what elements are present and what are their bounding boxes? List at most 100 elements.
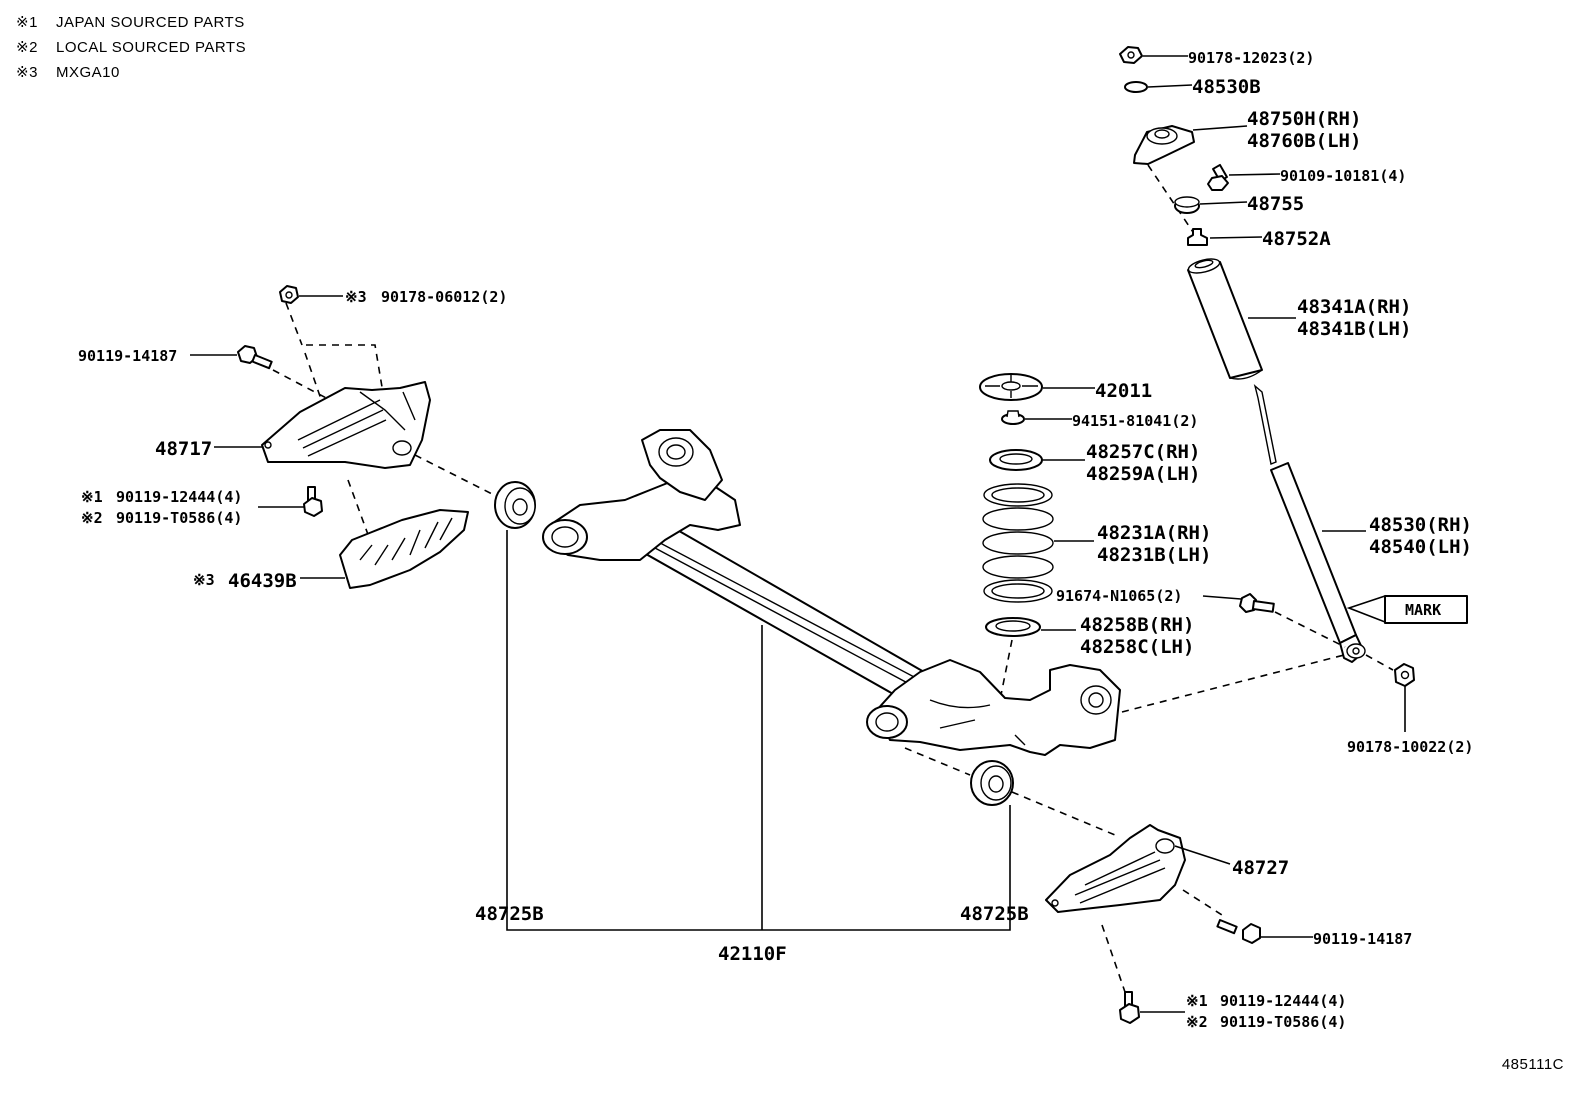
bound-cushion-cap-icon bbox=[1174, 196, 1200, 214]
bushing-right-icon bbox=[970, 760, 1014, 806]
legend-mark: ※3 bbox=[16, 64, 38, 81]
left-bracket-centerline bbox=[285, 302, 371, 541]
label-spring-rh: 48231A(RH) bbox=[1097, 522, 1211, 544]
label-m1-mark-b: ※1 bbox=[1186, 992, 1208, 1010]
bushing-bracket-line bbox=[506, 530, 1011, 931]
spring-nut-icon bbox=[1001, 410, 1025, 425]
drawing-id: 485111C bbox=[1501, 1056, 1564, 1073]
label-90178-06012: 90178-06012(2) bbox=[381, 288, 507, 306]
bushing-left-icon bbox=[494, 481, 536, 529]
shock-nut-centerline bbox=[1365, 654, 1394, 671]
label-90119-12444-left: 90119-12444(4) bbox=[116, 488, 242, 506]
legend-text: MXGA10 bbox=[56, 64, 120, 81]
label-91674: 91674-N1065(2) bbox=[1056, 587, 1182, 605]
stack-centerline bbox=[1147, 164, 1196, 236]
label-48727: 48727 bbox=[1232, 857, 1289, 879]
label-42011: 42011 bbox=[1095, 380, 1152, 402]
legend: ※1 JAPAN SOURCED PARTS ※2 LOCAL SOURCED PA… bbox=[16, 10, 246, 85]
right-bushing-centerline bbox=[904, 747, 971, 776]
leader-support bbox=[1192, 125, 1248, 131]
coil-spring-icon bbox=[982, 483, 1054, 603]
label-boot-lh: 48341B(LH) bbox=[1297, 318, 1411, 340]
label-48725b-right: 48725B bbox=[960, 903, 1029, 925]
label-48717: 48717 bbox=[155, 438, 212, 460]
label-48755: 48755 bbox=[1247, 193, 1304, 215]
label-lower-insulator-lh: 48258C(LH) bbox=[1080, 636, 1194, 658]
shock-absorber-icon bbox=[1253, 384, 1366, 663]
support-bolt-icon bbox=[1207, 163, 1229, 191]
spring-centerline bbox=[999, 639, 1013, 701]
right-bracket-centerline bbox=[1011, 791, 1116, 836]
label-m2-mark-b: ※2 bbox=[1186, 1013, 1208, 1031]
lower-nut-icon bbox=[1394, 663, 1415, 687]
label-support-lh: 48760B(LH) bbox=[1247, 130, 1361, 152]
label-90119-t0586-right: 90119-T0586(4) bbox=[1220, 1013, 1346, 1031]
lower-insulator-icon bbox=[985, 617, 1041, 637]
bolt-left-centerline bbox=[272, 369, 331, 401]
label-nut-bottom: 90178-10022(2) bbox=[1347, 738, 1473, 756]
legend-row-mxga10: ※3 MXGA10 bbox=[16, 60, 246, 85]
label-90109: 90109-10181(4) bbox=[1280, 167, 1406, 185]
label-absorber-lh: 48540(LH) bbox=[1369, 536, 1472, 558]
legend-text: LOCAL SOURCED PARTS bbox=[56, 39, 247, 56]
label-90119-14187-left: 90119-14187 bbox=[78, 347, 177, 365]
label-42110f: 42110F bbox=[718, 943, 787, 965]
bracket-48717-icon bbox=[261, 381, 431, 469]
spring-seat-icon bbox=[979, 373, 1043, 401]
bracket-bolt-icon bbox=[237, 345, 273, 370]
right-bolt-centerline bbox=[1182, 889, 1223, 916]
bracket-nut-icon bbox=[279, 285, 299, 304]
label-48725b-left: 48725B bbox=[475, 903, 544, 925]
label-absorber-rh: 48530(RH) bbox=[1369, 514, 1472, 536]
cover-46439b-icon bbox=[339, 509, 469, 589]
label-spring-lh: 48231B(LH) bbox=[1097, 544, 1211, 566]
axle-beam-icon bbox=[542, 429, 1121, 756]
label-m1-mark-a: ※1 bbox=[81, 488, 103, 506]
bracket-lower-bolt-icon bbox=[303, 486, 323, 517]
legend-text: JAPAN SOURCED PARTS bbox=[56, 14, 245, 31]
label-m3-mark-b: ※3 bbox=[193, 571, 215, 589]
right-bracket-bolt-icon bbox=[1216, 919, 1261, 944]
legend-mark: ※1 bbox=[16, 14, 38, 31]
bracket-48727-icon bbox=[1045, 824, 1186, 913]
legend-row-japan: ※1 JAPAN SOURCED PARTS bbox=[16, 10, 246, 35]
leader-90109 bbox=[1228, 173, 1281, 176]
label-90119-14187-right: 90119-14187 bbox=[1313, 930, 1412, 948]
label-94151: 94151-81041(2) bbox=[1072, 412, 1198, 430]
leader-48755 bbox=[1199, 201, 1248, 205]
coil-spring-assembly bbox=[979, 373, 1346, 713]
label-90119-12444-right: 90119-12444(4) bbox=[1220, 992, 1346, 1010]
right-lower-bolt-centerline bbox=[1101, 924, 1126, 993]
shock-support-icon bbox=[1133, 125, 1195, 165]
shock-bolt-icon bbox=[1239, 593, 1275, 613]
leader-48530b bbox=[1147, 84, 1193, 88]
upper-insulator-icon bbox=[989, 449, 1043, 471]
leader-91674 bbox=[1202, 595, 1242, 600]
label-m3-mark-a: ※3 bbox=[345, 288, 367, 306]
legend-row-local: ※2 LOCAL SOURCED PARTS bbox=[16, 35, 246, 60]
right-lower-bolt-icon bbox=[1119, 991, 1140, 1024]
label-m2-mark-a: ※2 bbox=[81, 509, 103, 527]
legend-mark: ※2 bbox=[16, 39, 38, 56]
shock-absorber-assembly: MARK bbox=[1119, 46, 1468, 732]
leader-48752a bbox=[1209, 236, 1263, 239]
label-nut-top: 90178-12023(2) bbox=[1188, 49, 1314, 67]
left-bracket-assembly bbox=[190, 285, 499, 589]
mark-box bbox=[1384, 595, 1468, 624]
label-upper-insulator-lh: 48259A(LH) bbox=[1086, 463, 1200, 485]
label-90119-t0586-left: 90119-T0586(4) bbox=[116, 509, 242, 527]
mark-label: MARK bbox=[1405, 601, 1441, 619]
bracket-bushing-centerline bbox=[414, 454, 499, 498]
label-boot-rh: 48341A(RH) bbox=[1297, 296, 1411, 318]
washer-icon bbox=[1124, 81, 1148, 93]
label-upper-insulator-rh: 48257C(RH) bbox=[1086, 441, 1200, 463]
label-48530b: 48530B bbox=[1192, 76, 1261, 98]
bound-stopper-icon bbox=[1187, 228, 1208, 246]
bolt-centerline bbox=[1274, 611, 1346, 648]
mark-callout: MARK bbox=[1346, 594, 1468, 624]
top-nut-icon bbox=[1119, 46, 1143, 64]
shock-mount-centerline bbox=[1121, 654, 1345, 713]
label-lower-insulator-rh: 48258B(RH) bbox=[1080, 614, 1194, 636]
label-48752a: 48752A bbox=[1262, 228, 1331, 250]
